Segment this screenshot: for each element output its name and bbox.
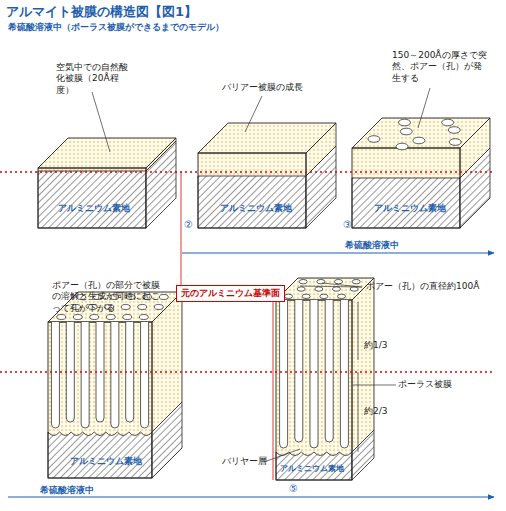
leader-line: [264, 449, 300, 462]
reference-leader: [273, 300, 274, 480]
aluminum-block: [352, 118, 490, 228]
pore-opening: [73, 315, 82, 320]
pore-tube: [340, 300, 348, 448]
pore-opening: [335, 279, 343, 283]
annotation: ポアー（孔）の直径約100Å: [366, 281, 501, 292]
pore-opening: [121, 305, 130, 310]
aluminum-base-front: [198, 176, 306, 228]
reference-line: [0, 171, 492, 173]
annotation: バリアー被膜の成長: [222, 82, 342, 93]
block-outline: [198, 153, 306, 228]
pore-opening: [350, 287, 358, 291]
pore-opening: [396, 143, 408, 150]
pore-opening: [413, 137, 425, 144]
pore-opening: [315, 287, 323, 291]
callout-number: ②: [184, 219, 200, 232]
block-outline: [276, 300, 352, 480]
annotation: 150～200Åの厚さで突然、ポアー（孔）が発生する: [392, 50, 488, 84]
material-label: アルミニウム素地: [280, 464, 360, 474]
leader-line: [92, 92, 110, 152]
pore-tube: [111, 322, 119, 428]
pore-opening: [448, 127, 460, 134]
process-arrow: [8, 497, 494, 498]
pore-opening: [302, 294, 310, 298]
leader-line: [353, 385, 396, 386]
block-outline: [352, 148, 460, 228]
pore-opening: [368, 136, 380, 143]
process-arrow: [182, 253, 494, 254]
annotation: 空気中での自然酸化被膜（20Å程度）: [56, 62, 136, 96]
callout-number: ⑤: [289, 483, 305, 496]
material-label: アルミニウム素地: [374, 203, 474, 214]
material-label: アルミニウム素地: [220, 203, 320, 214]
leader-line: [358, 302, 359, 360]
pore-tube: [81, 322, 89, 428]
pore-tube: [295, 300, 303, 442]
leader-line: [418, 88, 430, 128]
aluminum-block: [48, 292, 182, 478]
aluminum-base-side: [152, 402, 182, 478]
process-label: 希硫酸溶液中: [40, 485, 130, 496]
pore-opening: [332, 287, 340, 291]
top-surface: [198, 123, 336, 153]
reference-line: [0, 371, 492, 373]
pore-tube: [280, 300, 288, 448]
top-surface: [352, 118, 490, 148]
pore-opening: [138, 305, 147, 310]
aluminum-base-side: [352, 430, 374, 480]
pore-opening: [449, 139, 461, 146]
reference-label: 元のアルミニウム基準面: [181, 287, 280, 300]
pore-opening: [57, 315, 66, 320]
pore-opening: [159, 295, 168, 300]
aluminum-base-side: [306, 146, 336, 228]
pore-opening: [154, 305, 163, 310]
pore-tube: [141, 322, 149, 428]
reference-box: 元のアルミニウム基準面: [176, 285, 285, 302]
pore-opening: [297, 287, 305, 291]
pore-opening: [139, 315, 148, 320]
pore-opening: [320, 294, 328, 298]
leader-line: [358, 372, 359, 452]
oxide-film-side: [352, 278, 374, 452]
material-label: アルミニウム素地: [70, 456, 170, 467]
annotation: ポーラス被膜: [398, 379, 478, 390]
pore-opening: [90, 315, 99, 320]
pore-opening: [399, 119, 411, 126]
dimension-label: 約1/3: [364, 340, 404, 351]
aluminum-base-front: [48, 432, 152, 478]
block-outline: [38, 168, 146, 228]
pore-opening: [442, 119, 454, 126]
material-label: アルミニウム素地: [58, 203, 158, 214]
leader-line: [322, 283, 362, 287]
oxide-film-front: [276, 300, 352, 458]
annotation: ポアー（孔）の部分で被膜の溶解と生成が同時に起こって孔が下がる: [52, 280, 162, 314]
top-surface: [276, 278, 374, 300]
pore-opening: [123, 315, 132, 320]
pore-opening: [352, 279, 360, 283]
callout-number: ③: [343, 219, 359, 232]
oxide-film-front: [48, 322, 152, 438]
aluminum-block: [38, 138, 176, 228]
process-label: 希硫酸溶液中: [345, 240, 435, 251]
pore-tube: [51, 322, 59, 428]
diagram-title: アルマイト被膜の構造図【図1】: [6, 4, 197, 20]
aluminum-block: [276, 278, 374, 480]
leader-line: [245, 96, 262, 132]
subtitle: 希硫酸溶液中（ポーラス被膜ができるまでのモデル）: [8, 22, 388, 33]
reference-leader: [181, 172, 182, 287]
aluminum-base-front: [38, 171, 146, 228]
pore-opening: [285, 294, 293, 298]
annotation: バリヤー層: [222, 456, 282, 467]
pore-opening: [400, 128, 412, 135]
aluminum-block: [198, 123, 336, 228]
pore-opening: [106, 315, 115, 320]
dimension-label: 約2/3: [364, 406, 404, 417]
pore-tube: [325, 300, 333, 442]
pore-opening: [338, 294, 346, 298]
aluminum-base-side: [460, 148, 490, 228]
block-outline: [48, 322, 152, 478]
pore-opening: [299, 279, 307, 283]
pore-tube: [310, 300, 318, 448]
